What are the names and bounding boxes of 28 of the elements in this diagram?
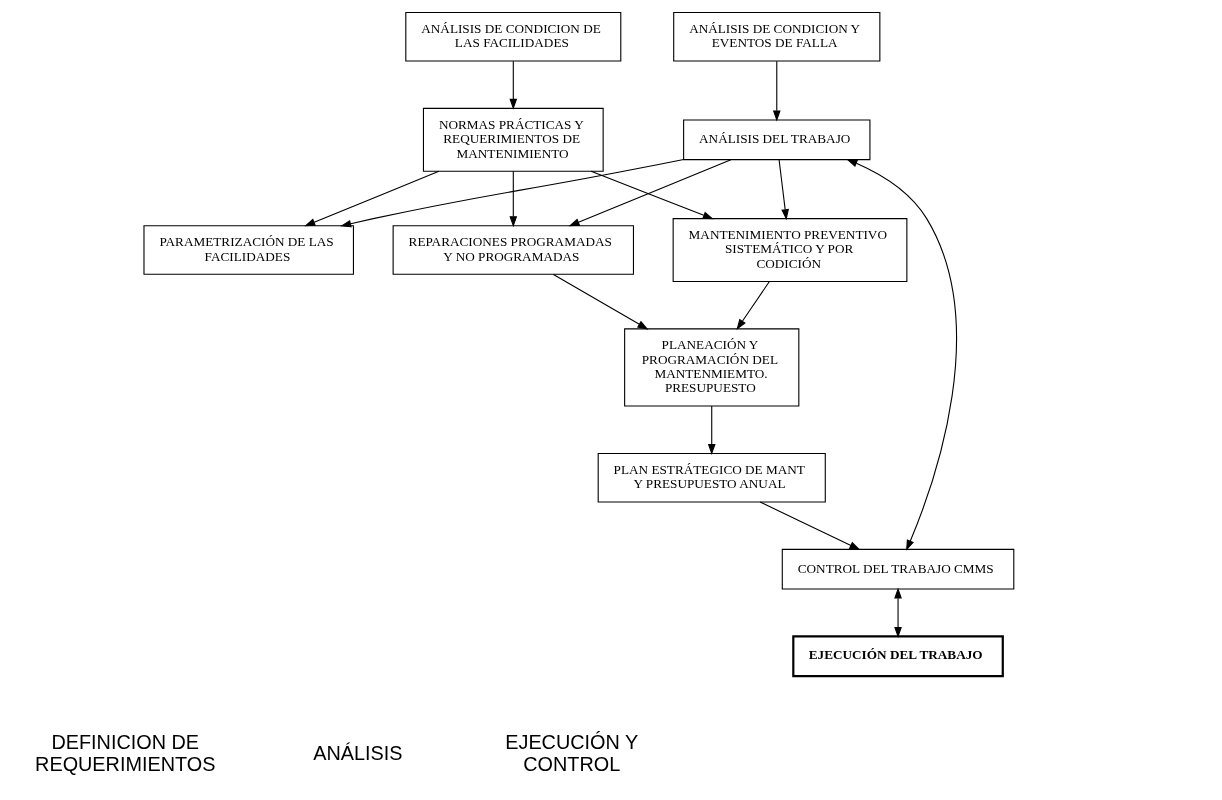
- arrow: [759, 501, 861, 551]
- node-box: MANTENIMIENTO PREVENTIVO SISTEMÁTICO Y POR CODICIÓN: [672, 218, 908, 283]
- node-box: REPARACIONES PROGRAMADAS Y NO PROGRAMADAS: [392, 225, 634, 275]
- arrow: [509, 170, 518, 228]
- arrow: [552, 273, 649, 330]
- arrow: [846, 159, 958, 551]
- arrow: [894, 587, 902, 639]
- arrow: [304, 170, 440, 227]
- node-box: ANÁLISIS DEL TRABAJO: [683, 119, 871, 161]
- label: EJECUCIÓN Y CONTROL: [505, 731, 639, 776]
- node-box: EJECUCIÓN DEL TRABAJO: [792, 635, 1004, 678]
- arrow: [340, 158, 685, 228]
- arrow: [590, 170, 714, 220]
- arrow: [778, 159, 789, 221]
- label: ANÁLISIS: [313, 742, 403, 765]
- node-box: ANÁLISIS DE CONDICION Y EVENTOS DE FALLA: [673, 11, 881, 62]
- node-box: ANÁLISIS DE CONDICION DE LAS FACILIDADES: [405, 11, 622, 62]
- arrow: [707, 405, 716, 456]
- arrow: [736, 281, 770, 331]
- node-box: PLAN ESTRÁTEGICO DE MANT Y PRESUPUESTO ANUAL: [597, 452, 826, 503]
- node-box: NORMAS PRÁCTICAS Y REQUERIMIENTOS DE MANTENIMIENTO: [422, 107, 604, 172]
- node-box: PARAMETRIZACIÓN DE LAS FACILIDADES: [143, 225, 354, 275]
- arrow: [568, 159, 732, 227]
- label: DEFINICION DE REQUERIMIENTOS: [35, 731, 216, 776]
- arrow: [509, 60, 518, 110]
- arrow: [772, 60, 781, 122]
- node-box: CONTROL DEL TRABAJO CMMS: [781, 548, 1015, 590]
- node-box: PLANEACIÓN Y PROGRAMACIÓN DEL MANTENMIEMTO. PRESUPUESTO: [624, 328, 800, 407]
